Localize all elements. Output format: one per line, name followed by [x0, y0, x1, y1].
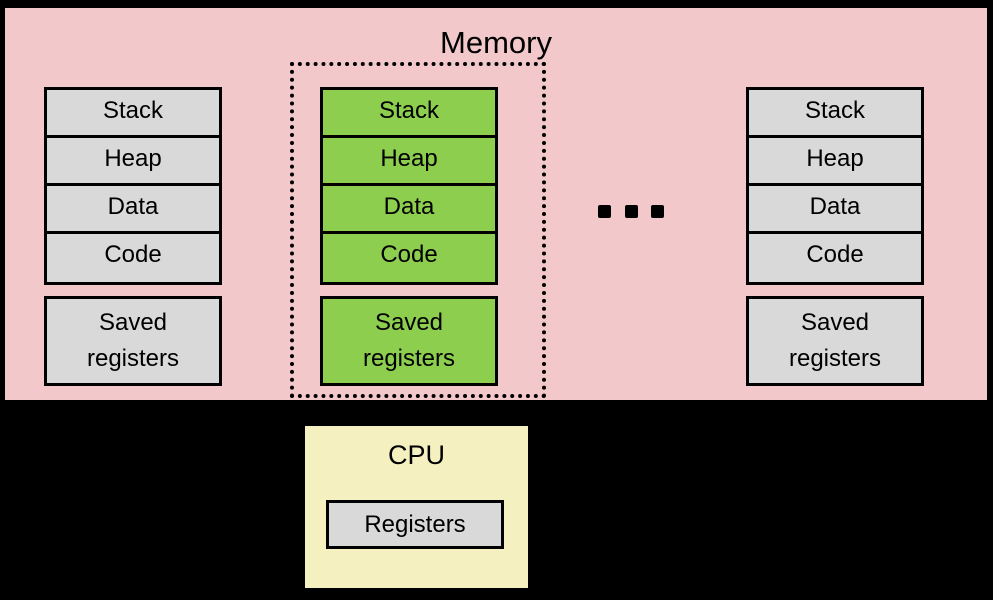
segment-data-label: Data	[323, 186, 495, 234]
cpu-title: CPU	[387, 440, 445, 470]
saved-registers-line2: registers	[362, 345, 456, 372]
segment-data-label: Data	[749, 186, 921, 234]
cpu-box: CPU Registers	[305, 426, 528, 588]
segment-heap-label: Heap	[749, 138, 921, 186]
saved-registers-box-1: Saved registers	[44, 296, 222, 386]
ellipsis-indicator	[598, 193, 664, 229]
saved-registers-line2: registers	[788, 345, 882, 372]
segment-heap-label: Heap	[47, 138, 219, 186]
segment-stack-1: Stack Heap Data Code	[44, 87, 222, 285]
memory-title: Memory	[440, 25, 552, 60]
process-column-2-highlighted[interactable]: Stack Heap Data Code Saved registers	[320, 87, 498, 386]
saved-registers-line1: Saved	[800, 309, 870, 336]
segment-stack-label: Stack	[749, 90, 921, 138]
cpu-registers-box: Registers	[326, 500, 504, 549]
segment-stack-3: Stack Heap Data Code	[746, 87, 924, 285]
saved-registers-box-2: Saved registers	[320, 296, 498, 386]
process-column-3[interactable]: Stack Heap Data Code Saved registers	[746, 87, 924, 386]
saved-registers-line1: Saved	[374, 309, 444, 336]
segment-data-label: Data	[47, 186, 219, 234]
process-column-1[interactable]: Stack Heap Data Code Saved registers	[44, 87, 222, 386]
selection-outline	[290, 62, 546, 398]
saved-registers-line2: registers	[86, 345, 180, 372]
segment-code-label: Code	[749, 234, 921, 282]
ellipsis-dot	[598, 204, 611, 218]
ellipsis-dot	[624, 204, 638, 218]
segment-stack-label: Stack	[47, 90, 219, 138]
segment-stack-label: Stack	[323, 90, 495, 138]
segment-code-label: Code	[47, 234, 219, 282]
segment-stack-2: Stack Heap Data Code	[320, 87, 498, 285]
segment-code-label: Code	[323, 234, 495, 282]
saved-registers-box-3: Saved registers	[746, 296, 924, 386]
saved-registers-line1: Saved	[98, 309, 168, 336]
ellipsis-dot	[651, 204, 664, 218]
segment-heap-label: Heap	[323, 138, 495, 186]
